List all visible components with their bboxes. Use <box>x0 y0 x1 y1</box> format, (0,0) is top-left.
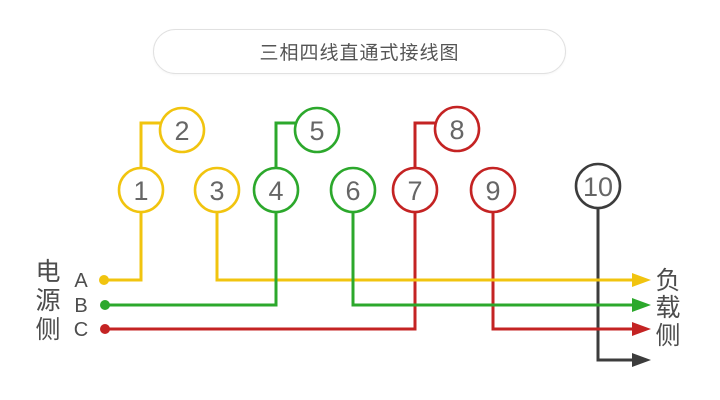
terminal-4: 4 <box>252 166 300 214</box>
phase-b-source-dot <box>100 300 110 310</box>
phase-a-label: A <box>74 270 88 292</box>
terminal-5-circle <box>293 106 341 154</box>
terminal-7: 7 <box>391 166 439 214</box>
terminal-9-circle <box>469 166 517 214</box>
phase-a-arrow-icon <box>632 273 651 287</box>
terminal-3-number: 3 <box>209 176 224 206</box>
terminal-6: 6 <box>329 166 377 214</box>
terminal-1: 1 <box>117 166 165 214</box>
diagram-title: 三相四线直通式接线图 <box>259 43 460 64</box>
diagram-title-pill: 三相四线直通式接线图 <box>153 29 566 74</box>
phase-b-arrow-icon <box>632 298 651 312</box>
terminal-6-circle <box>329 166 377 214</box>
terminal-9-number: 9 <box>485 176 500 206</box>
phase-b-wire-out <box>351 190 634 307</box>
terminal-6-number: 6 <box>345 176 360 206</box>
terminal-9: 9 <box>469 166 517 214</box>
phase-c-wire-out <box>491 190 634 331</box>
neutral-wire <box>596 186 634 362</box>
terminal-8-circle <box>433 105 481 153</box>
terminal-3-circle <box>193 166 241 214</box>
terminal-7-circle <box>391 166 439 214</box>
neutral-arrow-icon <box>632 353 651 367</box>
load-side-char-1: 负 <box>655 266 680 295</box>
source-side-char-2: 源 <box>35 286 60 315</box>
terminal-1-circle <box>117 166 165 214</box>
terminal-8-number: 8 <box>449 115 464 145</box>
phase-a-wire-out <box>215 190 634 282</box>
phase-c-label: C <box>74 319 88 341</box>
terminal-2: 2 <box>158 106 206 154</box>
terminal-1-number: 1 <box>133 176 148 206</box>
phase-b-label: B <box>74 295 87 317</box>
phase-c-source-dot <box>100 324 110 334</box>
terminal-3: 3 <box>193 166 241 214</box>
phase-c-arrow-icon <box>632 322 651 336</box>
source-side-char-3: 侧 <box>35 315 60 344</box>
terminal-2-number: 2 <box>174 116 189 146</box>
load-side-label: 负 载 侧 <box>655 266 680 350</box>
terminal-10-number: 10 <box>583 172 613 202</box>
terminal-7-number: 7 <box>407 176 422 206</box>
load-side-char-2: 载 <box>655 293 680 322</box>
terminal-10-circle <box>574 162 622 210</box>
phase-c-wire-in <box>105 121 457 331</box>
terminal-8: 8 <box>433 105 481 153</box>
source-phase-labels: A B C <box>74 270 89 341</box>
source-side-label: 电 源 侧 <box>35 257 60 344</box>
terminal-5-number: 5 <box>309 116 324 146</box>
phase-a-source-dot <box>99 275 109 285</box>
terminal-2-circle <box>158 106 206 154</box>
phase-b-wire-in <box>105 121 317 307</box>
terminal-4-circle <box>252 166 300 214</box>
load-side-char-3: 侧 <box>655 321 680 350</box>
terminal-10: 10 <box>574 162 622 210</box>
terminal-4-number: 4 <box>268 176 283 206</box>
terminal-5: 5 <box>293 106 341 154</box>
source-side-char-1: 电 <box>35 257 60 286</box>
